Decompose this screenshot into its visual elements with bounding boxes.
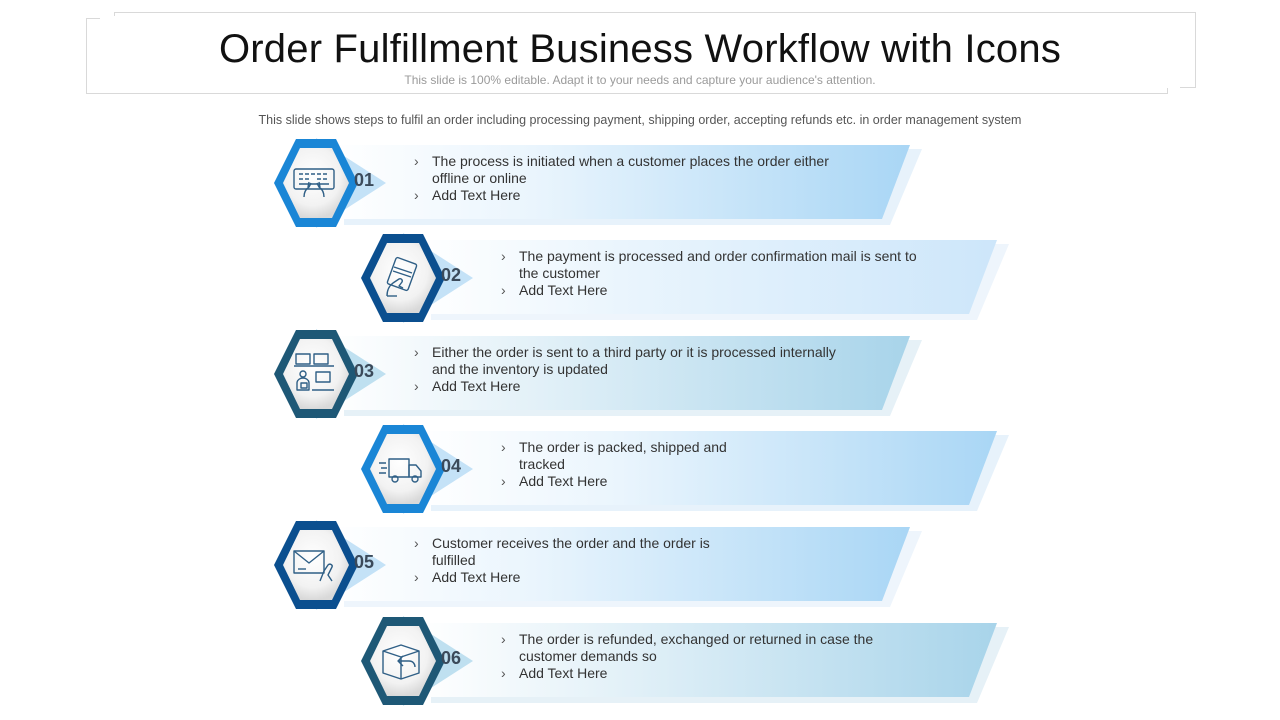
bullet-mark: › xyxy=(414,569,419,585)
step-04-banner xyxy=(417,431,997,505)
step-02-banner xyxy=(417,240,997,314)
slide-title: Order Fulfillment Business Workflow with… xyxy=(218,27,1062,71)
step-number: 01 xyxy=(353,170,375,190)
bullet-item: › Customer receives the order and the ord… xyxy=(410,535,720,569)
step-01-text: The process is initiated when a customer… xyxy=(432,153,829,186)
step-number: 03 xyxy=(353,361,375,381)
bullet-mark: › xyxy=(414,378,419,394)
bullet-mark: › xyxy=(414,344,419,360)
step-03-banner xyxy=(330,336,910,410)
bullet-mark: › xyxy=(501,248,506,264)
bullet-item: › Add Text Here xyxy=(497,473,737,490)
step-04-bullets: › The order is packed, shipped and tracke… xyxy=(497,439,737,490)
step-03-graphic xyxy=(274,329,922,419)
workflow-step-04: 04 › The order is packed, shipped and tra… xyxy=(357,421,1117,517)
step-05-placeholder: Add Text Here xyxy=(432,569,521,585)
workflow-step-05: 05 › Customer receives the order and the … xyxy=(270,517,1030,613)
step-number: 05 xyxy=(353,552,375,572)
step-04-placeholder: Add Text Here xyxy=(519,473,608,489)
bullet-item: › Either the order is sent to a third par… xyxy=(410,344,840,378)
bullet-item: › The payment is processed and order conf… xyxy=(497,248,927,282)
step-05-bullets: › Customer receives the order and the ord… xyxy=(410,535,720,586)
step-01-placeholder: Add Text Here xyxy=(432,187,521,203)
step-02-text: The payment is processed and order confi… xyxy=(519,248,917,281)
step-05-text: Customer receives the order and the orde… xyxy=(432,535,710,568)
step-03-placeholder: Add Text Here xyxy=(432,378,521,394)
bullet-item: › Add Text Here xyxy=(497,665,897,682)
step-04-text: The order is packed, shipped and tracked xyxy=(519,439,727,472)
step-06-placeholder: Add Text Here xyxy=(519,665,608,681)
bullet-item: › The order is packed, shipped and tracke… xyxy=(497,439,737,473)
bullet-mark: › xyxy=(501,282,506,298)
bullet-mark: › xyxy=(501,439,506,455)
step-05-graphic xyxy=(274,520,922,610)
keyboard-hands-icon xyxy=(293,168,335,198)
workflow-step-01: 01 › The process is initiated when a cust… xyxy=(270,135,1030,231)
bullet-item: › Add Text Here xyxy=(410,378,840,395)
bullet-mark: › xyxy=(414,187,419,203)
bullet-item: › The order is refunded, exchanged or ret… xyxy=(497,631,897,665)
workflow-step-02: 02 › The payment is processed and order c… xyxy=(357,230,1117,326)
envelope-hand-icon xyxy=(293,550,333,582)
bullet-mark: › xyxy=(414,153,419,169)
step-01-banner xyxy=(330,145,910,219)
delivery-truck-icon xyxy=(379,458,422,483)
title-background xyxy=(100,16,1180,88)
step-01-graphic xyxy=(274,138,922,228)
step-number: 02 xyxy=(440,265,462,285)
bullet-item: › Add Text Here xyxy=(497,282,927,299)
workflow-step-03: 03 › Either the order is sent to a third … xyxy=(270,326,1030,422)
bullet-item: › Add Text Here xyxy=(410,187,840,204)
bullet-item: › The process is initiated when a custome… xyxy=(410,153,840,187)
bullet-item: › Add Text Here xyxy=(410,569,720,586)
step-06-banner xyxy=(417,623,997,697)
return-box-icon xyxy=(382,644,420,680)
step-06-text: The order is refunded, exchanged or retu… xyxy=(519,631,874,664)
step-03-bullets: › Either the order is sent to a third par… xyxy=(410,344,840,395)
step-02-bullets: › The payment is processed and order conf… xyxy=(497,248,927,299)
step-01-bullets: › The process is initiated when a custome… xyxy=(410,153,840,204)
step-06-graphic xyxy=(361,616,1009,706)
step-04-graphic xyxy=(361,424,1009,514)
workflow-step-06: 06 › The order is refunded, exchanged or … xyxy=(357,613,1117,709)
step-number: 04 xyxy=(440,456,462,476)
step-number: 06 xyxy=(440,648,462,668)
bullet-mark: › xyxy=(414,535,419,551)
step-02-placeholder: Add Text Here xyxy=(519,282,608,298)
slide-description: This slide shows steps to fulfil an orde… xyxy=(258,113,1022,127)
bullet-mark: › xyxy=(501,473,506,489)
card-payment-icon xyxy=(386,256,418,297)
step-05-banner xyxy=(330,527,910,601)
bullet-mark: › xyxy=(501,665,506,681)
step-03-text: Either the order is sent to a third part… xyxy=(432,344,836,377)
step-06-bullets: › The order is refunded, exchanged or ret… xyxy=(497,631,897,682)
bullet-mark: › xyxy=(501,631,506,647)
warehouse-worker-icon xyxy=(294,353,334,391)
slide-subtitle: This slide is 100% editable. Adapt it to… xyxy=(404,73,876,87)
